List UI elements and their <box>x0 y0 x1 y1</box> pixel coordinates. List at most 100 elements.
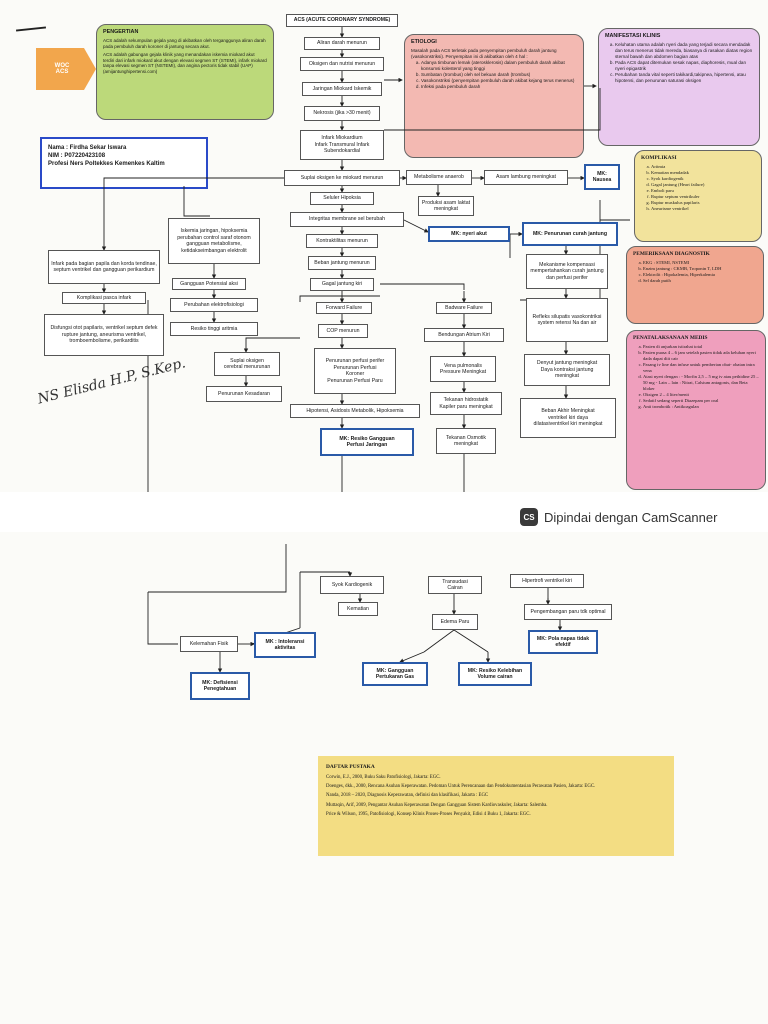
penatalaksanaan-item: Pasang iv line dan infuse untuk pemberia… <box>643 362 759 374</box>
flow-osmotik: Tekanan Osmotik meningkat <box>436 428 496 454</box>
diagnostik-item: Enzim jantung : CKMB, Troponin T, LDH <box>643 266 757 272</box>
flow-connectors <box>101 27 630 492</box>
flow-bebanakhir: Beban Akhir Meningkat ventrikel kiri day… <box>520 398 616 438</box>
daftar-title: DAFTAR PUSTAKA <box>326 764 375 770</box>
flow-mekanisme: Mekanisme kompensasi mempertahankan cura… <box>526 254 608 289</box>
manifestasi-item: Keluhatan utama adalah nyeri dada yang t… <box>615 42 753 60</box>
flow-jaringan: Jaringan Miokard Iskemik <box>302 82 382 96</box>
flow-perfusi: Penurunan perfusi perifer Penurunan Perf… <box>314 348 396 394</box>
flow-hidrostatik: Tekanan hidrostatik Kapiler paru meningk… <box>430 392 502 415</box>
flow-denyut: Denyut jantung meningkat Daya kontraksi … <box>524 354 610 386</box>
flow-oksigen: Oksigen dan nutrisi menurun <box>300 57 384 71</box>
komplikasi-title: KOMPLIKASI <box>641 155 677 161</box>
daftar-ref: Price & Wilson, 1995, Patofisiologi, Kon… <box>326 811 531 817</box>
diagnostik-item: EKG : STEMI, NSTEMI <box>643 260 757 266</box>
manifestasi-list: Keluhatan utama adalah nyeri dada yang t… <box>605 42 753 84</box>
penatalaksanaan-item: Anti trombotik : Antikoagulan <box>643 404 759 410</box>
komplikasi-item: Syok kardiogenik <box>651 176 755 182</box>
flow-nekrosis: Nekrosis (jika >30 menit) <box>304 106 380 121</box>
pengertian-p1: ACS adalah sekumpulan gejala yang di aki… <box>103 38 266 49</box>
komplikasi-item: Kematian mendadak <box>651 170 755 176</box>
flow-aliran: Aliran darah menurun <box>304 37 380 50</box>
mk-nausea: MK: Nausea <box>584 164 620 190</box>
penatalaksanaan-item: Pasien di anjurkan istirahat total <box>643 344 759 350</box>
student-program: Profesi Ners Poltekkes Kemenkes Kaltim <box>48 161 165 168</box>
etiologi-item: Sumbatan (trombus) oleh sel bekuan darah… <box>421 72 577 78</box>
flow-kematian: Kematian <box>338 602 378 616</box>
flow-komplikasi-infark: Komplikasi pasca infark <box>62 292 146 304</box>
camscanner-watermark: CS Dipindai dengan CamScanner <box>520 508 717 526</box>
flow-hipoksia: Seluler Hipoksia <box>310 192 374 205</box>
diagnostik-item: Sel darah putih <box>643 278 757 284</box>
mk-intoleransi: MK : Intoleransi aktivitas <box>254 632 316 658</box>
page-one: WOC ACS PENGERTIAN ACS adalah sekumpulan… <box>0 0 768 492</box>
diagnostik-list: EKG : STEMI, NSTEMI Enzim jantung : CKMB… <box>633 260 757 284</box>
flow-forward: Forward Failure <box>316 302 372 314</box>
flow-connectors-page2 <box>147 544 563 673</box>
flow-edema: Edema Paru <box>432 614 478 630</box>
daftar-ref: Nanda, 2018 – 2020, Diagnosis Keperawata… <box>326 793 489 799</box>
komplikasi-item: Aneurisme ventrikel <box>651 206 755 212</box>
manifestasi-title: MANIFESTASI KLINIS <box>605 33 661 39</box>
flow-metabolisme: Metabolisme anaerob <box>406 170 472 185</box>
flow-potensial: Gangguan Potensial aksi <box>172 278 246 290</box>
etiologi-item: Infeksi pada pembuluh darah <box>421 84 577 90</box>
student-nim: NIM : P07220423108 <box>48 153 106 160</box>
flow-asam: Asam lambung meningkat <box>484 170 568 185</box>
etiologi-item: Adanya timbunan lemak (aterosklerosis) d… <box>421 60 577 72</box>
mk-curah-jantung: MK: Penurunan curah jantung <box>522 222 618 246</box>
mk-gangguan-gas: MK: Gangguan Pertukaran Gas <box>362 662 428 686</box>
flow-cop: COP menurun <box>318 324 368 338</box>
flow-disfungsi: Disfungsi otot papilaris, ventrikel sept… <box>44 314 164 356</box>
flow-laktat: Produksi asam laktat meningkat <box>418 196 474 216</box>
flow-syok: Syok Kardiogenik <box>320 576 384 594</box>
daftar-ref: Muttaqin, Arif, 2009, Pengantar Asuhan K… <box>326 802 548 808</box>
flow-suplai: Suplai oksigen ke miokard menurun <box>284 170 400 186</box>
flow-beban: Beban jantung menurun <box>308 256 376 270</box>
etiologi-box: ETIOLOGI Masalah pada ACS terletak pada … <box>404 34 584 158</box>
flow-serebral: Suplai oksigen cerebral menurunan <box>214 352 280 376</box>
flow-infark: Infark Miokardium Infark Transmural Infa… <box>300 130 384 160</box>
flow-refleks: Refleks silupatis vasokontriksi system r… <box>526 298 608 342</box>
etiologi-title: ETIOLOGI <box>411 39 437 45</box>
etiologi-list: Adanya timbunan lemak (aterosklerosis) d… <box>411 60 577 90</box>
etiologi-intro: Masalah pada ACS terletak pada penyempit… <box>411 48 557 59</box>
woc-badge: WOC ACS <box>36 48 96 90</box>
etiologi-item: Vasokonstriksi (penyempitan pembuluh dar… <box>421 78 577 84</box>
flow-kelemahan: Kelemahan Fisik <box>180 636 238 652</box>
penatalaksanaan-item: Pasien puasa 4 – 6 jam setelah pasien ti… <box>643 350 759 362</box>
flow-acs: ACS (ACUTE CORONARY SYNDROME) <box>286 14 398 27</box>
manifestasi-item: Perubahan tanda vital seperti takikardi,… <box>615 72 753 84</box>
manifestasi-item: Pada ACS dapat ditemukan sesak napas, di… <box>615 60 753 72</box>
student-identity: Nama : Firdha Sekar Iswara NIM : P072204… <box>40 137 208 189</box>
komplikasi-item: Ruptur septum ventrikuler <box>651 194 755 200</box>
pengertian-title: PENGERTIAN <box>103 29 139 35</box>
flow-bendungan: Bendungan Atrium Kiri <box>424 328 504 342</box>
flow-kesadaran: Penurunan Kesadaran <box>206 386 282 402</box>
camscanner-logo: CS <box>520 508 538 526</box>
komplikasi-item: Ruptur muskulus papilaris <box>651 200 755 206</box>
diagnostik-title: PEMERIKSAAN DIAGNOSTIK <box>633 251 710 257</box>
flow-elektrofisiologi: Perubahan elektrofisiologi <box>170 298 258 312</box>
komplikasi-item: Emboli paru <box>651 188 755 194</box>
pengertian-p2: ACS adalah gabungan gejala klinik yang m… <box>103 51 267 75</box>
penatalaksanaan-title: PENATALAKSANAAN MEDIS <box>633 335 708 341</box>
komplikasi-item: Aritmia <box>651 164 755 170</box>
mk-nyeri-akut: MK: nyeri akut <box>428 226 510 242</box>
flow-iskemia-jaringan: Iskemia jaringan, hipoksemia perubahan c… <box>168 218 260 264</box>
flow-backward: Badware Failure <box>436 302 492 314</box>
flow-hipotensi: Hipotensi, Asidosis Metabolik, Hipoksemi… <box>290 404 420 418</box>
mk-pola-napas: MK: Pola napas tidak efektif <box>528 630 598 654</box>
flow-kontraktilitas: Kontraktilitas menurun <box>306 234 378 248</box>
daftar-ref: Doenges, dkk., 2000, Rencana Asuhan Kepe… <box>326 784 596 790</box>
komplikasi-list: Aritmia Kematian mendadak Syok kardiogen… <box>641 164 755 212</box>
daftar-pustaka: DAFTAR PUSTAKA Corwin, E.J., 2000, Buku … <box>318 756 674 856</box>
flow-infark-papila: Infark pada bagian papila dan korda tend… <box>48 250 160 284</box>
camscanner-text: Dipindai dengan CamScanner <box>544 509 718 525</box>
mk-perfusi-jaringan: MK: Resiko Gangguan Perfusi Jaringan <box>320 428 414 456</box>
mk-defisiensi: MK: Defisiensi Penegtahuan <box>190 672 250 700</box>
manifestasi-box: MANIFESTASI KLINIS Keluhatan utama adala… <box>598 28 760 146</box>
penatalaksanaan-box: PENATALAKSANAAN MEDIS Pasien di anjurkan… <box>626 330 766 490</box>
flow-gagal: Gagal jantung kiri <box>310 278 374 291</box>
komplikasi-box: KOMPLIKASI Aritmia Kematian mendadak Syo… <box>634 150 762 242</box>
